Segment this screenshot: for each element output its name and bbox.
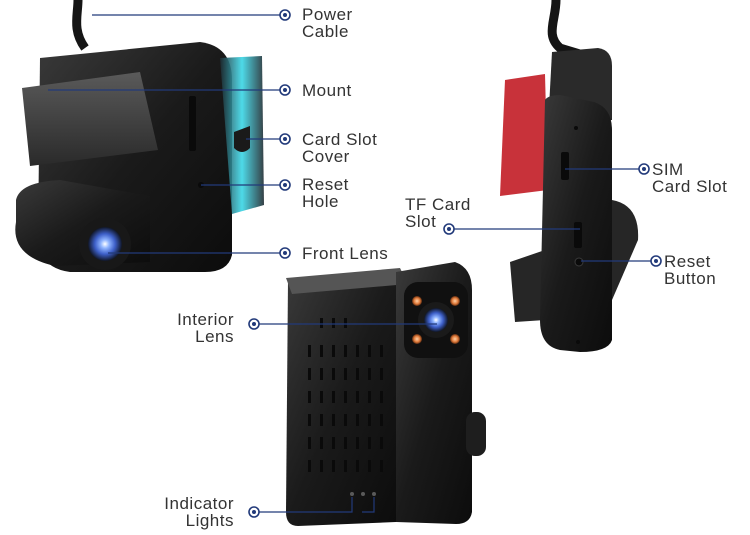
ir-led-icon (450, 296, 460, 306)
tf-card-slot (574, 222, 582, 248)
indicator-light-3 (372, 492, 376, 496)
rear-foot (510, 250, 545, 322)
power-cable-wire (72, 0, 89, 51)
front-lens (88, 227, 122, 261)
camera-top-edge (286, 268, 408, 294)
callout-dots (248, 9, 662, 518)
label-reset-hole: Reset Hole (302, 175, 349, 211)
vent-slots (308, 318, 383, 472)
label-mount: Mount (302, 81, 352, 100)
indicator-light-2 (361, 492, 365, 496)
dashcam-front-view (286, 262, 486, 526)
reset-button (574, 257, 584, 267)
callout-lines (48, 14, 655, 513)
dashcam-side-view (500, 0, 639, 352)
label-sim-card-slot: SIM Card Slot (652, 160, 728, 196)
sim-card-slot (561, 152, 569, 180)
interior-lens (424, 308, 448, 332)
indicator-light-1 (350, 492, 354, 496)
label-front-lens: Front Lens (302, 244, 389, 263)
label-power-cable: Power Cable (302, 5, 353, 41)
status-dot (576, 340, 580, 344)
ir-led-icon (412, 334, 422, 344)
camera-body (286, 272, 396, 526)
ir-led-icon (450, 334, 460, 344)
rear-foot-right (612, 200, 639, 300)
status-dot (574, 126, 578, 130)
card-slot-cover (189, 96, 196, 151)
label-reset-button: Reset Button (664, 252, 717, 288)
label-card-slot-cover: Card Slot Cover (302, 130, 378, 166)
camera-top-plate (22, 72, 158, 166)
label-interior-lens: Interior Lens (177, 310, 234, 346)
side-knob (466, 412, 486, 456)
adhesive-pad (500, 74, 548, 196)
power-cable-wire (547, 0, 602, 65)
shield-icon (234, 126, 250, 152)
ir-led-icon (412, 296, 422, 306)
dashcam-angled-view (15, 0, 264, 272)
label-indicator-lights: Indicator Lights (164, 494, 234, 530)
label-tf-card-slot: TF Card Slot (405, 195, 471, 231)
